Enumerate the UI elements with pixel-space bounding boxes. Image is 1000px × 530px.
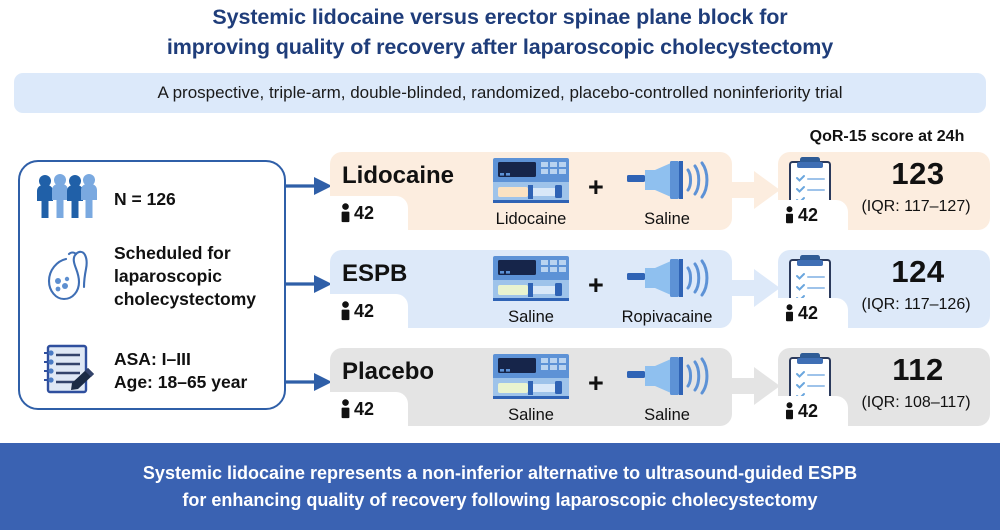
results-header: QoR-15 score at 24h: [809, 128, 965, 145]
connector-arrow-lidocaine: [286, 177, 332, 195]
population-item-label: N = 126: [114, 189, 176, 209]
population-item-sample-size: N = 126: [34, 174, 176, 225]
result-row-placebo: 42 112 (IQR: 108–117): [778, 348, 990, 426]
qor15-iqr: (IQR: 117–127): [861, 198, 971, 215]
arm-name: ESPB: [342, 260, 408, 287]
result-row-espb: 42 124 (IQR: 117–126): [778, 250, 990, 328]
population-item-eligibility: ASA: I–III Age: 18–65 year: [34, 340, 247, 401]
plus-separator: +: [588, 368, 604, 398]
infusion-pump-icon: [493, 354, 569, 399]
population-item-procedure: Scheduled for laparoscopic cholecystecto…: [34, 242, 274, 311]
person-icon: [341, 301, 350, 321]
arm-infusion-label: Saline: [508, 308, 554, 326]
study-design-banner: A prospective, triple-arm, double-blinde…: [14, 73, 986, 113]
qor15-score: 112: [892, 352, 944, 387]
checklist-pencil-icon: [34, 340, 100, 401]
page-title: Systemic lidocaine versus erector spinae…: [0, 2, 1000, 62]
arm-participant-count: 42: [330, 392, 408, 426]
result-arrow-placebo: [726, 367, 780, 405]
people-group-icon: [34, 174, 100, 225]
arm-block-label: Ropivacaine: [621, 308, 713, 326]
conclusion-line-2: for enhancing quality of recovery follow…: [182, 489, 818, 510]
population-item-label: ASA: I–III Age: 18–65 year: [114, 348, 248, 392]
arm-label-block: ESPB 42: [330, 250, 464, 328]
result-participant-count: 42: [778, 298, 848, 328]
arm-count-value: 42: [354, 398, 375, 419]
person-icon: [785, 206, 794, 224]
infusion-pump-icon: [493, 256, 569, 301]
arm-infusion-cell: Saline: [466, 352, 596, 424]
arm-infusion-cell: Lidocaine: [466, 156, 596, 228]
qor15-iqr: (IQR: 108–117): [861, 394, 971, 411]
population-item-label: Scheduled for laparoscopic cholecystecto…: [114, 243, 257, 309]
person-icon: [785, 304, 794, 322]
arm-infusion-label: Saline: [508, 406, 554, 424]
person-icon: [341, 399, 350, 419]
connector-arrow-placebo: [286, 373, 332, 391]
arm-block-label: Saline: [644, 210, 690, 228]
arm-infusion-cell: Saline: [466, 254, 596, 326]
ultrasound-probe-icon: [627, 259, 709, 297]
ultrasound-probe-icon: [627, 161, 709, 199]
infusion-pump-icon: [493, 158, 569, 203]
arm-count-value: 42: [354, 202, 375, 223]
person-icon: [341, 203, 350, 223]
arm-block-label: Saline: [644, 406, 690, 424]
qor15-iqr: (IQR: 117–126): [861, 296, 971, 313]
result-arrow-espb: [726, 269, 780, 307]
conclusion-banner: Systemic lidocaine represents a non-infe…: [0, 443, 1000, 530]
result-count-value: 42: [798, 302, 819, 323]
result-participant-count: 42: [778, 200, 848, 230]
population-panel: N = 126 Scheduled for laparoscopic chole…: [18, 160, 286, 410]
arm-row-placebo: Placebo 42 Saline +: [330, 348, 732, 426]
study-design-text: A prospective, triple-arm, double-blinde…: [157, 83, 843, 102]
arm-block-cell: Saline: [602, 352, 732, 424]
connector-arrow-espb: [286, 275, 332, 293]
arm-block-cell: Saline: [602, 156, 732, 228]
arm-name: Lidocaine: [342, 162, 455, 189]
arm-label-block: Placebo 42: [330, 348, 464, 426]
result-count-value: 42: [798, 400, 819, 421]
person-icon: [785, 402, 794, 420]
arm-row-espb: ESPB 42 Saline +: [330, 250, 732, 328]
conclusion-line-1: Systemic lidocaine represents a non-infe…: [142, 462, 858, 483]
result-participant-count: 42: [778, 396, 848, 426]
result-arrow-lidocaine: [726, 171, 780, 209]
title-line-1: Systemic lidocaine versus erector spinae…: [212, 5, 788, 29]
arm-name: Placebo: [342, 358, 435, 385]
qor15-score: 124: [891, 254, 945, 289]
arm-participant-count: 42: [330, 196, 408, 230]
arm-infusion-label: Lidocaine: [495, 210, 567, 228]
ultrasound-probe-icon: [627, 357, 709, 395]
title-line-2: improving quality of recovery after lapa…: [166, 35, 834, 59]
result-count-value: 42: [798, 204, 819, 225]
qor15-score: 123: [891, 156, 945, 191]
plus-separator: +: [588, 270, 604, 300]
plus-separator: +: [588, 172, 604, 202]
arm-count-value: 42: [354, 300, 375, 321]
arm-label-block: Lidocaine 42: [330, 152, 464, 230]
result-row-lidocaine: 42 123 (IQR: 117–127): [778, 152, 990, 230]
arm-row-lidocaine: Lidocaine 42 Lidocaine: [330, 152, 732, 230]
arm-participant-count: 42: [330, 294, 408, 328]
gallbladder-icon: [34, 243, 100, 310]
arm-block-cell: Ropivacaine: [602, 254, 732, 326]
